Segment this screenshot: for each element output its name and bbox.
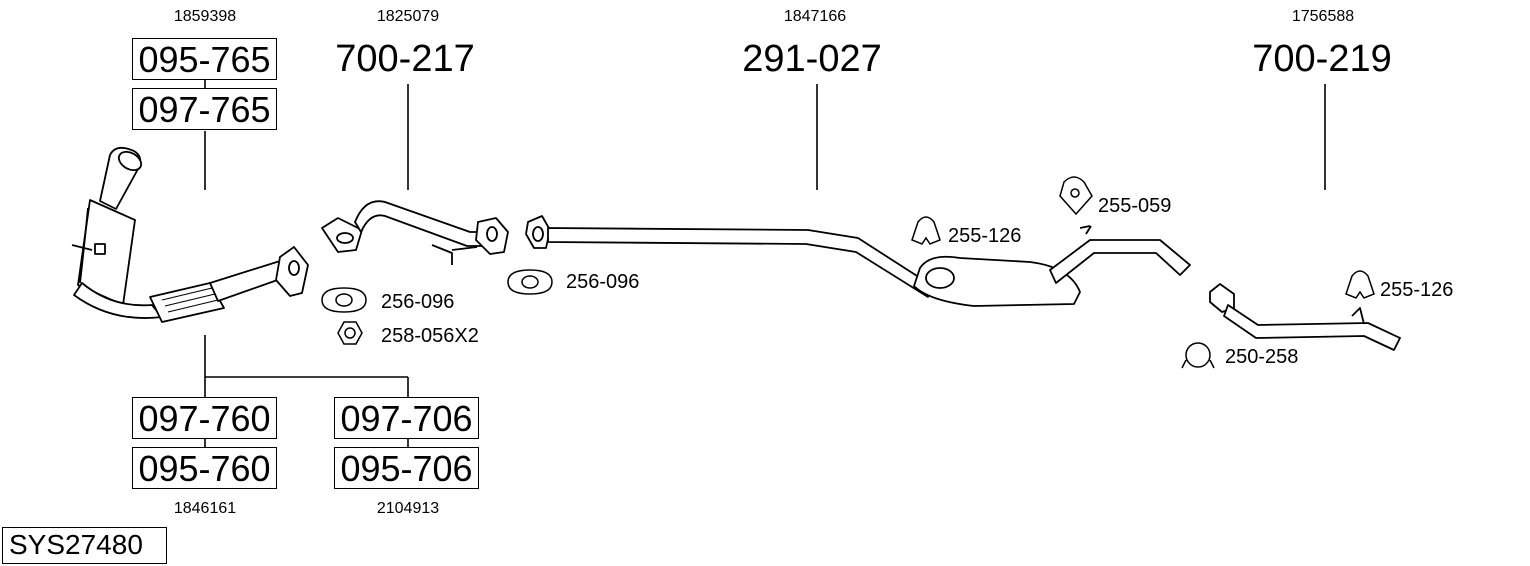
part-number-box: 095-765: [132, 38, 277, 80]
part-number-box: 095-760: [132, 447, 277, 489]
rear-section-drawing: [1209, 283, 1401, 351]
oem-number: 1825079: [376, 8, 440, 25]
gasket-1-icon: [321, 287, 367, 313]
accessory-label-gasket: 256-096: [381, 291, 455, 313]
front-pipe-drawing: [321, 200, 509, 265]
accessory-label-gasket: 256-096: [566, 271, 640, 293]
part-number-box: 097-765: [132, 88, 277, 130]
part-number-front-pipe: 700-217: [335, 38, 475, 80]
part-number-box: 097-760: [132, 397, 277, 439]
catalytic-converter-drawing: [71, 146, 309, 323]
clamp-icon: [1181, 342, 1215, 369]
rubber-mount-1-icon: [911, 216, 941, 245]
oem-number: 1846161: [173, 500, 237, 517]
accessory-label-rubber-mount: 255-126: [948, 225, 1022, 247]
oem-number: 1859398: [173, 8, 237, 25]
mid-section-drawing: [525, 215, 1191, 307]
part-number-box: 095-706: [334, 447, 479, 489]
oem-number: 1756588: [1291, 8, 1355, 25]
system-code-label: SYS27480: [2, 527, 167, 564]
gasket-2-icon: [507, 269, 553, 295]
oem-number: 2104913: [376, 500, 440, 517]
oem-number: 1847166: [783, 8, 847, 25]
accessory-label-clamp: 250-258: [1225, 346, 1299, 368]
accessory-label-nut: 258-056X2: [381, 325, 479, 347]
rubber-mount-2-icon: [1059, 176, 1093, 216]
part-number-rear-section: 700-219: [1252, 38, 1392, 80]
part-number-box: 097-706: [334, 397, 479, 439]
accessory-label-rubber-mount: 255-059: [1098, 195, 1172, 217]
accessory-label-rubber-mount: 255-126: [1380, 279, 1454, 301]
part-number-mid-section: 291-027: [742, 38, 882, 80]
rubber-mount-3-icon: [1345, 270, 1375, 299]
nut-icon: [337, 321, 363, 345]
